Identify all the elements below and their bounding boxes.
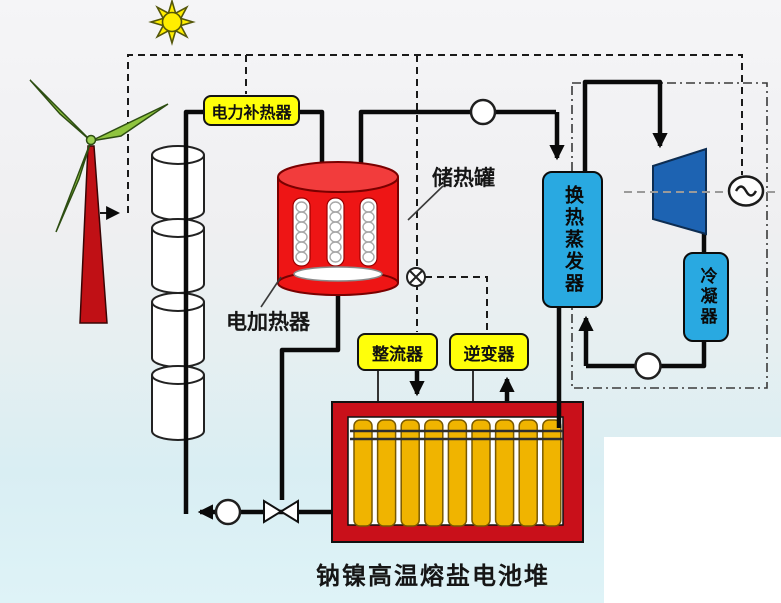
heating-element-braids xyxy=(295,201,375,263)
rectifier-label: 整流器 xyxy=(372,344,423,365)
mixing-valve-icon xyxy=(406,267,426,287)
inverter-box: 逆变器 xyxy=(449,333,529,371)
pump-icons xyxy=(214,98,662,526)
bottom-right-blank-panel xyxy=(604,437,781,603)
power-block-boundary xyxy=(571,82,768,389)
wind-turbine-icon xyxy=(29,79,169,324)
pump-icon xyxy=(634,352,662,380)
electric-heater-plate xyxy=(293,266,383,282)
pump-icon xyxy=(469,98,497,126)
sun-icon xyxy=(148,0,196,46)
power-booster-heater-box: 电力补热器 xyxy=(203,95,300,126)
power-booster-heater-label: 电力补热器 xyxy=(211,102,292,122)
rectifier-box: 整流器 xyxy=(357,333,438,371)
inverter-label: 逆变器 xyxy=(463,344,515,365)
pump-icon xyxy=(214,498,242,526)
evaporator-box: 换热蒸发器 xyxy=(542,171,603,308)
storage-tank-icon xyxy=(277,161,399,296)
converter-lines xyxy=(377,371,515,403)
battery-stack-caption: 钠镍高温熔盐电池堆 xyxy=(316,561,550,590)
generator-icon xyxy=(727,175,765,207)
heater-column-icon xyxy=(151,145,205,441)
heat-storage-tank-label: 储热罐 xyxy=(432,165,495,190)
label-pointer-lines xyxy=(260,185,444,308)
electric-heater-label: 电加热器 xyxy=(226,309,310,334)
battery-stack-icon xyxy=(331,401,584,543)
valve-icon xyxy=(263,499,299,524)
condenser-label: 冷凝器 xyxy=(696,267,717,327)
condenser-box: 冷凝器 xyxy=(683,252,729,342)
evaporator-label: 换热蒸发器 xyxy=(562,184,584,295)
battery-cells xyxy=(353,419,562,527)
